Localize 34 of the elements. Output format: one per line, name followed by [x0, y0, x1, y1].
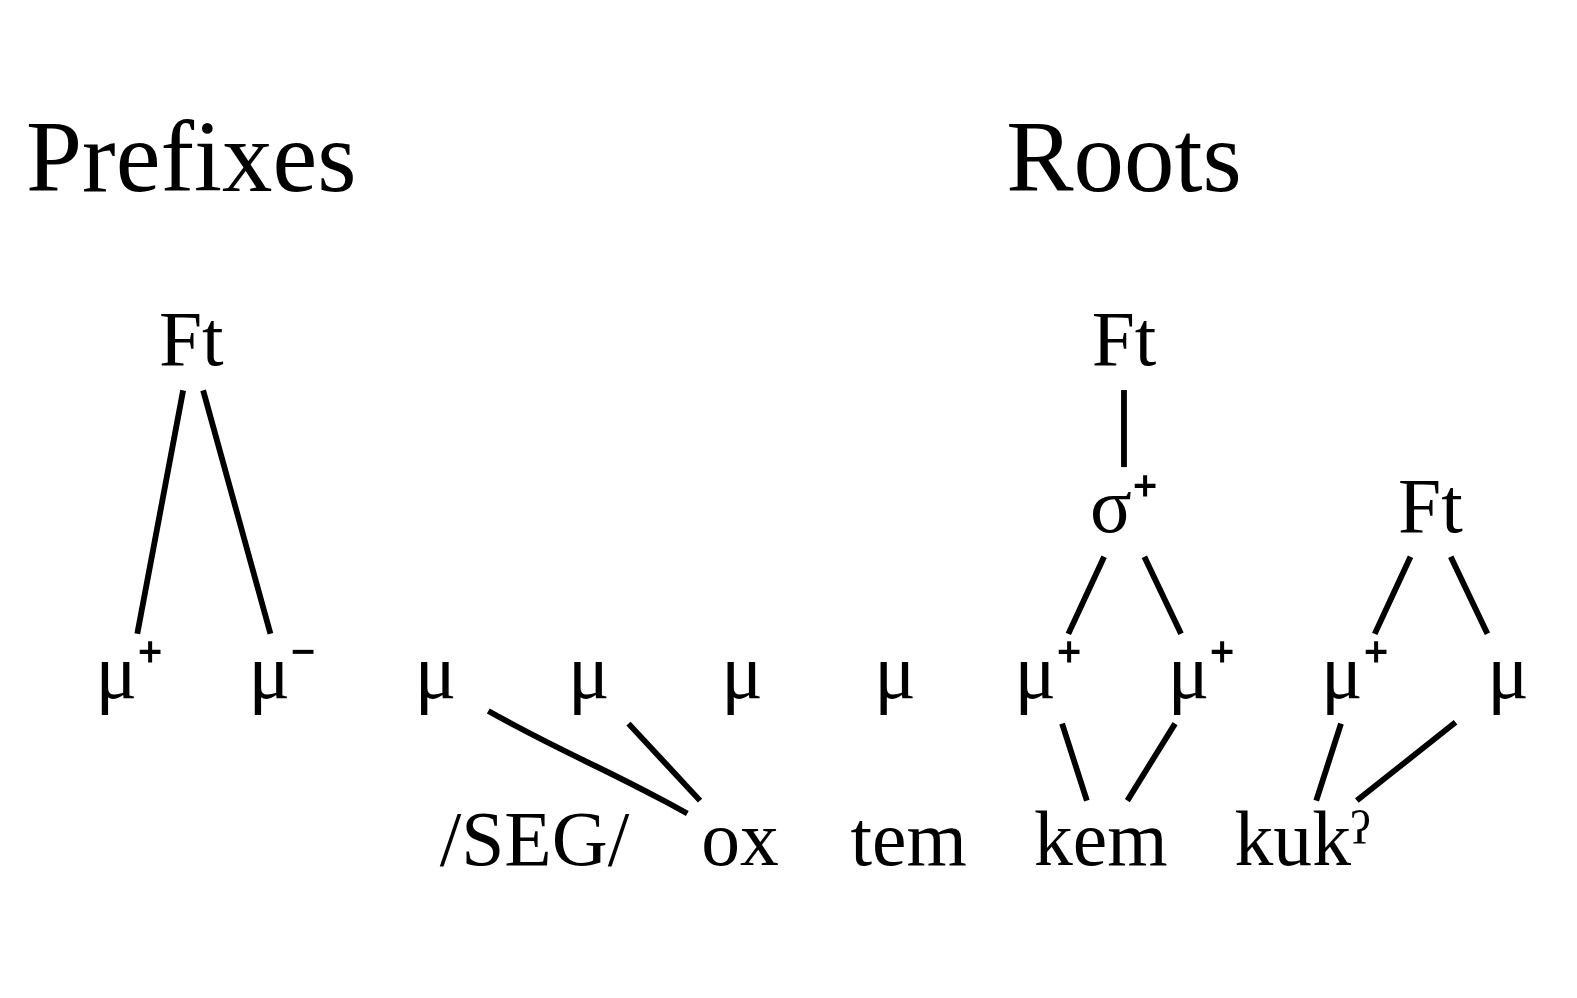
- node-text: kukˀ: [1234, 795, 1371, 882]
- node-text: μ: [721, 628, 763, 715]
- node-text: μ: [1487, 628, 1529, 715]
- node-text: tem: [850, 795, 967, 882]
- connector: [626, 721, 703, 803]
- connector: [200, 389, 274, 635]
- connector: [1448, 555, 1491, 635]
- node-text: kem: [1033, 795, 1168, 882]
- node-text: Ft: [1398, 462, 1463, 548]
- node-text: μ⁺: [1014, 628, 1083, 715]
- node-text: μ⁺: [95, 628, 163, 715]
- node-text: ox: [701, 795, 779, 882]
- connector: [1313, 722, 1344, 801]
- connector: [1141, 555, 1184, 635]
- node-text: /SEG/: [439, 795, 630, 882]
- node-text: μ⁺: [1167, 628, 1236, 715]
- connector: [1355, 719, 1458, 803]
- node-text: Ft: [158, 295, 224, 382]
- node-text: μ: [567, 628, 610, 715]
- node-text: μ⁻: [248, 628, 317, 715]
- label: Roots: [1006, 100, 1242, 213]
- node-text: μ: [414, 628, 457, 715]
- connector: [1059, 722, 1090, 802]
- node-text: σ⁺: [1090, 462, 1158, 548]
- connector: [1372, 555, 1414, 635]
- label: Prefixes: [26, 100, 357, 213]
- connector: [1065, 555, 1107, 635]
- connector: [1124, 721, 1178, 802]
- node-text: μ: [874, 628, 916, 715]
- node-text: Ft: [1091, 295, 1157, 382]
- connector: [486, 707, 689, 816]
- node-text: μ⁺: [1320, 628, 1389, 715]
- connector: [134, 389, 186, 634]
- connector: [1121, 389, 1127, 467]
